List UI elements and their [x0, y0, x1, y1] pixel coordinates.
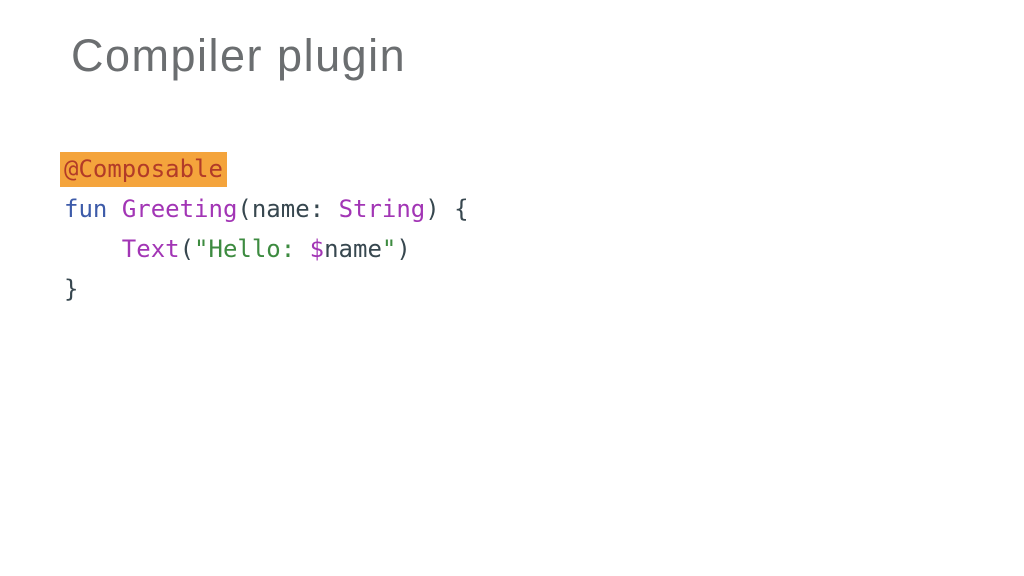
code-token-function-name: Text	[121, 235, 180, 263]
code-token-plain: )	[396, 235, 411, 263]
code-token-plain: name	[324, 235, 382, 263]
code-token-plain: }	[64, 275, 79, 303]
code-block: @Composable fun Greeting(name: String) {…	[60, 149, 469, 309]
code-token-indent	[64, 235, 122, 263]
code-token-plain: (name:	[237, 195, 339, 223]
code-token-function-name: Greeting	[121, 195, 238, 223]
code-line: Text("Hello: $name")	[64, 229, 469, 269]
code-token-interpolation-sigil: $	[309, 235, 325, 263]
code-line: }	[64, 269, 469, 309]
slide-title: Compiler plugin	[71, 30, 407, 81]
code-token-annotation: @Composable	[60, 152, 227, 187]
code-token-plain	[107, 195, 121, 223]
code-token-keyword: fun	[64, 195, 108, 223]
code-token-plain: ) {	[425, 195, 469, 223]
code-token-type-name: String	[338, 195, 426, 223]
code-line: fun Greeting(name: String) {	[64, 189, 469, 229]
code-token-plain: (	[179, 235, 195, 263]
code-token-string: "	[381, 235, 397, 263]
code-line: @Composable	[60, 149, 469, 189]
code-token-string: "Hello:	[194, 235, 310, 263]
